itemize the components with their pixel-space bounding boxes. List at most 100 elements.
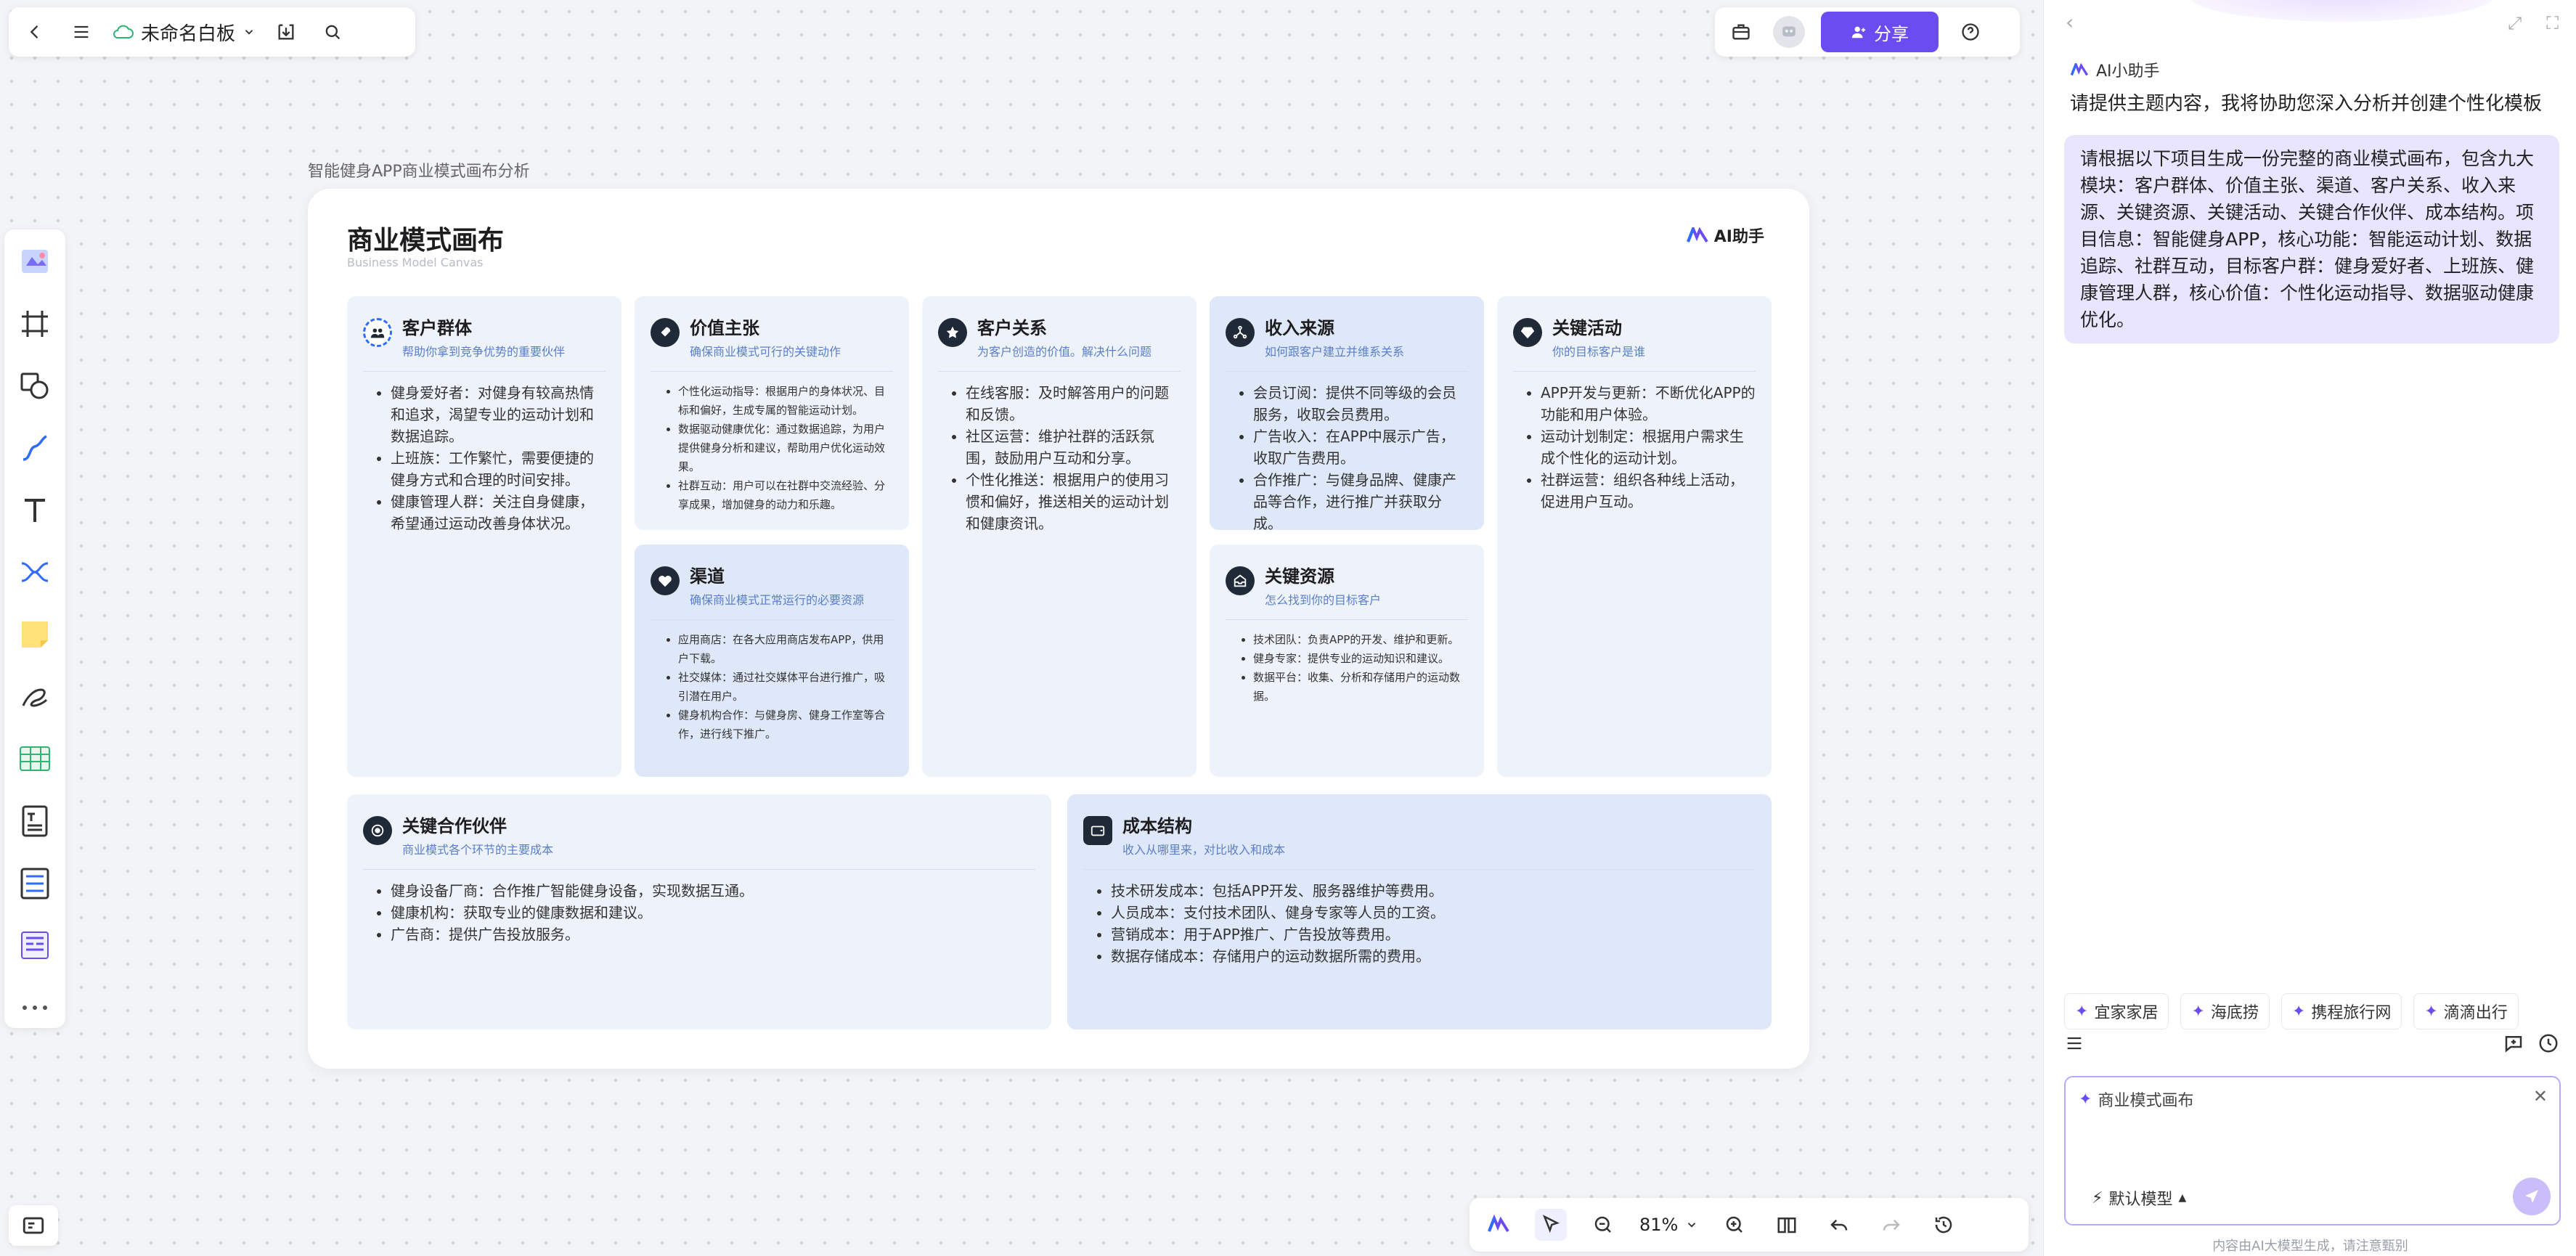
list-item: 营销成本：用于APP推广、广告投放等费用。 — [1111, 923, 1756, 945]
list-item: 健身机构合作：与健身房、健身工作室等合作，进行线下推广。 — [678, 706, 893, 743]
suggestion-chip[interactable]: ✦海底捞 — [2180, 993, 2270, 1029]
zoom-in-icon[interactable] — [1719, 1209, 1750, 1241]
board-title-dropdown[interactable]: 未命名白板 — [112, 19, 256, 46]
frame-icon[interactable] — [15, 303, 54, 344]
chevron-down-icon — [1688, 1223, 1696, 1228]
target-icon — [363, 816, 392, 845]
suggestion-chip[interactable]: ✦携程旅行网 — [2281, 993, 2402, 1029]
collapse-icon[interactable]: ‹ — [2066, 10, 2074, 34]
list-item: 社群互动：用户可以在社群中交流经验、分享成果，增加健身的动力和乐趣。 — [678, 476, 893, 514]
suggestion-chip[interactable]: ✦滴滴出行 — [2413, 993, 2519, 1029]
ai-logo-icon[interactable] — [1483, 1209, 1515, 1241]
rocket-icon — [651, 318, 680, 347]
card-title: 价值主张 — [690, 318, 759, 338]
zoom-level: 81% — [1639, 1215, 1679, 1235]
send-icon — [2525, 1190, 2538, 1203]
list-item: 健康管理人群：关注自身健康，希望通过运动改善身体状况。 — [391, 491, 606, 534]
tool-rail — [4, 229, 65, 1028]
briefcase-icon[interactable] — [1725, 16, 1757, 48]
wallet-icon — [1083, 816, 1112, 845]
list-item: 数据平台：收集、分析和存储用户的运动数据。 — [1253, 668, 1468, 706]
model-selector[interactable]: ⚡ 默认模型 ▲ — [2092, 1186, 2186, 1210]
expand-icon[interactable]: ⤢ — [2507, 13, 2522, 33]
menu-icon[interactable] — [65, 16, 97, 48]
list-item: 数据驱动健康优化：通过数据追踪，为用户提供健身分析和建议，帮助用户优化运动效果。 — [678, 420, 893, 476]
frame-label[interactable]: 智能健身APP商业模式画布分析 — [308, 163, 530, 181]
inbox-icon — [1226, 566, 1255, 595]
download-icon[interactable] — [270, 16, 302, 48]
list-item: 技术研发成本：包括APP开发、服务器维护等费用。 — [1111, 880, 1756, 902]
assistant-name: AI小助手 — [2096, 62, 2160, 81]
menu-icon[interactable] — [2064, 1033, 2084, 1056]
zoom-level-dropdown[interactable]: 81% — [1639, 1215, 1698, 1235]
card-title: 关键活动 — [1552, 318, 1622, 338]
list-item: 应用商店：在各大应用商店发布APP，供用户下载。 — [678, 630, 893, 668]
user-message-bubble: 请根据以下项目生成一份完整的商业模式画布，包含九大模块：客户群体、价值主张、渠道… — [2064, 135, 2559, 343]
new-chat-icon[interactable] — [2503, 1032, 2524, 1057]
list-item: 在线客服：及时解答用户的问题和反馈。 — [966, 382, 1181, 425]
list-item: APP开发与更新：不断优化APP的功能和用户体验。 — [1541, 382, 1756, 425]
list-icon[interactable] — [15, 863, 54, 904]
card-subtitle: 确保商业模式可行的关键动作 — [690, 345, 841, 359]
business-model-canvas-frame[interactable]: 商业模式画布 Business Model Canvas AI助手 客户群体帮助… — [308, 189, 1809, 1069]
card-subtitle: 怎么找到你的目标客户 — [1265, 593, 1382, 607]
shape-icon[interactable] — [15, 365, 54, 406]
table-icon[interactable] — [15, 739, 54, 780]
book-icon[interactable] — [1771, 1209, 1803, 1241]
history-icon[interactable] — [1928, 1209, 1960, 1241]
list-item: 运动计划制定：根据用户需求生成个性化的运动计划。 — [1541, 425, 1756, 469]
bottom-toolbar: 81% — [1470, 1198, 2029, 1252]
sticky-note-icon[interactable] — [15, 614, 54, 655]
list-item: 健康机构：获取专业的健康数据和建议。 — [391, 902, 1035, 923]
back-icon[interactable] — [19, 16, 51, 48]
history-icon[interactable] — [2538, 1032, 2559, 1057]
card-subtitle: 如何跟客户建立并维系关系 — [1265, 345, 1405, 359]
fullscreen-icon[interactable]: ⛶ — [2546, 13, 2559, 33]
share-button[interactable]: 分享 — [1821, 12, 1939, 52]
send-button[interactable] — [2513, 1178, 2551, 1215]
mind-map-icon[interactable] — [15, 552, 54, 592]
selected-template-chip[interactable]: ✦ 商业模式画布 — [2079, 1088, 2193, 1111]
search-icon[interactable] — [317, 16, 349, 48]
share-label: 分享 — [1874, 23, 1909, 44]
list-item: 个性化运动指导：根据用户的身体状况、目标和偏好，生成专属的智能运动计划。 — [678, 382, 893, 420]
ai-logo-icon — [2070, 63, 2089, 76]
star-icon — [938, 318, 967, 347]
document-icon[interactable] — [15, 801, 54, 841]
close-icon[interactable]: ✕ — [2532, 1086, 2548, 1106]
canvas-title: 商业模式画布 — [347, 226, 505, 256]
zoom-out-icon[interactable] — [1587, 1209, 1619, 1241]
connector-icon[interactable] — [15, 428, 54, 468]
pen-icon[interactable] — [15, 677, 54, 717]
redo-icon[interactable] — [1875, 1209, 1907, 1241]
selected-template-label: 商业模式画布 — [2098, 1092, 2194, 1110]
list-item: 健身专家：提供专业的运动知识和建议。 — [1253, 649, 1468, 668]
more-icon[interactable] — [15, 987, 54, 1028]
suggestion-chip[interactable]: ✦宜家家居 — [2064, 993, 2169, 1029]
users-icon — [363, 318, 392, 347]
chat-input-box[interactable]: ✦ 商业模式画布 ✕ ⚡ 默认模型 ▲ — [2064, 1076, 2561, 1226]
assistant-header: AI小助手 — [2070, 58, 2160, 81]
ai-logo-icon — [1686, 227, 1708, 243]
minimap-button[interactable] — [9, 1205, 58, 1246]
text-icon[interactable] — [15, 490, 54, 531]
template-library-icon[interactable] — [15, 241, 54, 282]
list-item: 个性化推送：根据用户的使用习惯和偏好，推送相关的运动计划和健康资讯。 — [966, 469, 1181, 534]
select-cursor-icon[interactable] — [1535, 1209, 1567, 1241]
avatar[interactable] — [1773, 16, 1805, 48]
list-item: 健身爱好者：对健身有较高热情和追求，渴望专业的运动计划和数据追踪。 — [391, 382, 606, 447]
network-icon — [1226, 318, 1255, 347]
layout-icon[interactable] — [15, 926, 54, 966]
undo-icon[interactable] — [1823, 1209, 1855, 1241]
suggestion-chips: ✦宜家家居 ✦海底捞 ✦携程旅行网 ✦滴滴出行 — [2064, 993, 2519, 1029]
help-icon[interactable] — [1955, 16, 1986, 48]
